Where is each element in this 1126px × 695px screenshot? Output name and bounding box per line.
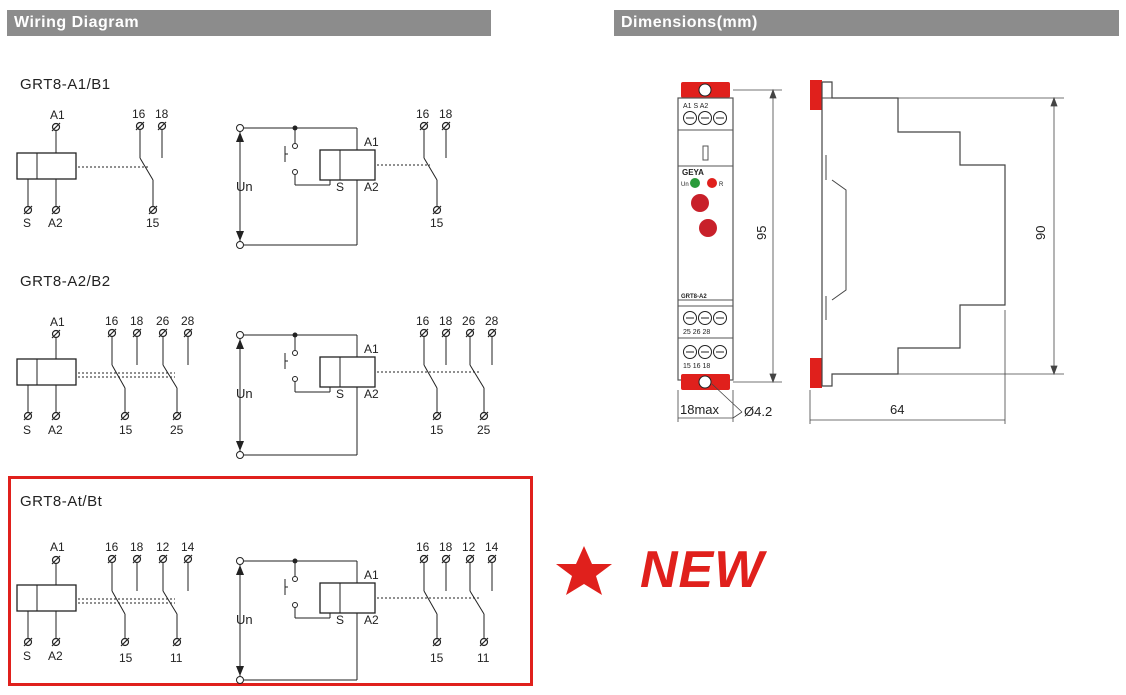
model-label-atbt: GRT8-At/Bt	[20, 493, 103, 510]
coil-a1: A1	[364, 342, 379, 356]
wiring-diagram-header: Wiring Diagram	[7, 10, 491, 36]
term-11: 11	[170, 651, 183, 665]
relay-coil	[16, 152, 77, 180]
term-14: 14	[181, 540, 195, 554]
relay-side-view	[810, 80, 1006, 388]
device-mid-terminal-labels: 25 26 28	[683, 329, 710, 336]
device-brand-logo: GEYA	[682, 168, 704, 177]
device-bottom-terminal-labels: 15 16 18	[683, 363, 710, 370]
term-a1: A1	[50, 315, 65, 329]
front-dimension-lines	[677, 88, 782, 422]
conn-11: 11	[477, 651, 490, 665]
term-16: 16	[105, 540, 119, 554]
side-dimension-lines	[809, 96, 1064, 424]
term-12: 12	[156, 540, 170, 554]
coil-s: S	[336, 613, 344, 627]
conn-16: 16	[416, 107, 430, 121]
new-model-highlight	[8, 476, 533, 686]
term-s: S	[23, 216, 31, 230]
term-s: S	[23, 649, 31, 663]
term-15: 15	[146, 216, 160, 230]
conn-26: 26	[462, 314, 476, 328]
term-a2: A2	[48, 423, 63, 437]
model-label-a1b1: GRT8-A1/B1	[20, 76, 111, 93]
new-label: NEW	[640, 541, 765, 599]
conn-14: 14	[485, 540, 499, 554]
conn-15: 15	[430, 423, 444, 437]
device-model-label: GRT8-A2	[681, 294, 707, 300]
term-16: 16	[132, 107, 146, 121]
coil-s: S	[336, 387, 344, 401]
dim-height-95: 95	[754, 226, 769, 240]
device-top-terminal-labels: A1 S A2	[683, 103, 708, 110]
conn-16: 16	[416, 314, 430, 328]
conn-15: 15	[430, 651, 444, 665]
conn-15: 15	[430, 216, 444, 230]
dim-width-18max: 18max	[680, 402, 720, 417]
term-a1: A1	[50, 108, 65, 122]
a1b1-connection-diagram	[236, 121, 451, 249]
coil-a2: A2	[364, 180, 379, 194]
term-28: 28	[181, 314, 195, 328]
atbt-connection-diagram	[236, 554, 497, 684]
term-15: 15	[119, 651, 133, 665]
coil-a1: A1	[364, 568, 379, 582]
conn-16: 16	[416, 540, 430, 554]
coil-a2: A2	[364, 613, 379, 627]
conn-25: 25	[477, 423, 491, 437]
wiring-diagram-title: Wiring Diagram	[14, 14, 140, 31]
dim-hole-diameter: Ø4.2	[744, 404, 772, 419]
a2b2-coil-diagram	[16, 328, 193, 421]
term-25: 25	[170, 423, 184, 437]
term-a2: A2	[48, 649, 63, 663]
term-18: 18	[155, 107, 169, 121]
model-label-a2b2: GRT8-A2/B2	[20, 273, 111, 290]
conn-12: 12	[462, 540, 476, 554]
star-icon	[556, 546, 612, 595]
term-18: 18	[130, 314, 144, 328]
dim-height-90: 90	[1033, 226, 1048, 240]
conn-18: 18	[439, 314, 453, 328]
term-16: 16	[105, 314, 119, 328]
coil-a1: A1	[364, 135, 379, 149]
a1b1-coil-diagram	[16, 121, 167, 215]
conn-18: 18	[439, 107, 453, 121]
atbt-coil-diagram	[16, 554, 193, 647]
term-26: 26	[156, 314, 170, 328]
conn-28: 28	[485, 314, 499, 328]
term-15: 15	[119, 423, 133, 437]
dimensions-title: Dimensions(mm)	[621, 14, 758, 31]
coil-s: S	[336, 180, 344, 194]
term-s: S	[23, 423, 31, 437]
dimensions-header: Dimensions(mm)	[614, 10, 1119, 36]
dim-depth-64: 64	[890, 402, 904, 417]
conn-18: 18	[439, 540, 453, 554]
label-un: Un	[236, 386, 253, 401]
device-led-un: Un	[681, 182, 689, 188]
relay-front-view	[677, 82, 734, 390]
term-a1: A1	[50, 540, 65, 554]
term-a2: A2	[48, 216, 63, 230]
label-un: Un	[236, 612, 253, 627]
a2b2-connection-diagram	[236, 328, 497, 459]
term-18: 18	[130, 540, 144, 554]
coil-a2: A2	[364, 387, 379, 401]
device-led-r: R	[719, 182, 724, 188]
label-un: Un	[236, 179, 253, 194]
